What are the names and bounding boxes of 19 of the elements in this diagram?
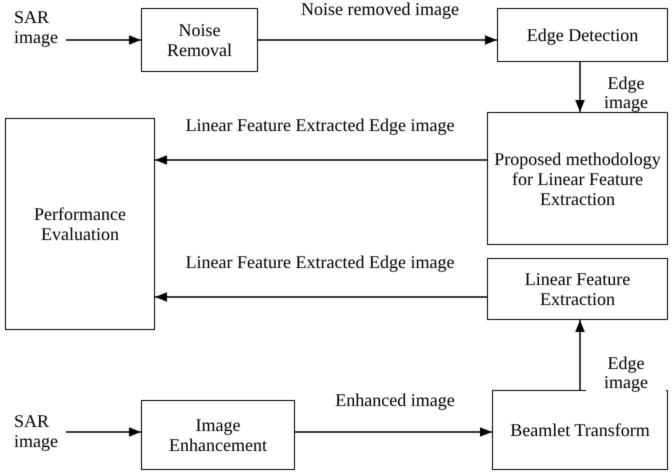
process-box: Image Enhancement [141,400,295,470]
edge-label: Linear Feature Extracted Edge image [185,116,455,135]
arrow [295,427,492,437]
process-box: Linear Feature Extraction [487,258,668,320]
process-box: Edge Detection [497,8,668,62]
arrow [575,320,585,390]
arrow [66,35,141,45]
process-box: Performance Evaluation [5,118,155,330]
input-label: SAR image [10,408,66,454]
arrow [258,35,497,45]
edge-label: Linear Feature Extracted Edge image [185,253,455,272]
process-box: Noise Removal [141,8,258,72]
arrow [155,155,487,165]
arrow [155,292,487,302]
edge-label: Edge image [586,354,666,392]
arrow [575,62,585,112]
process-box: Proposed methodology for Linear Feature Extraction [487,112,668,245]
arrow [66,427,141,437]
input-label: SAR image [10,4,66,50]
